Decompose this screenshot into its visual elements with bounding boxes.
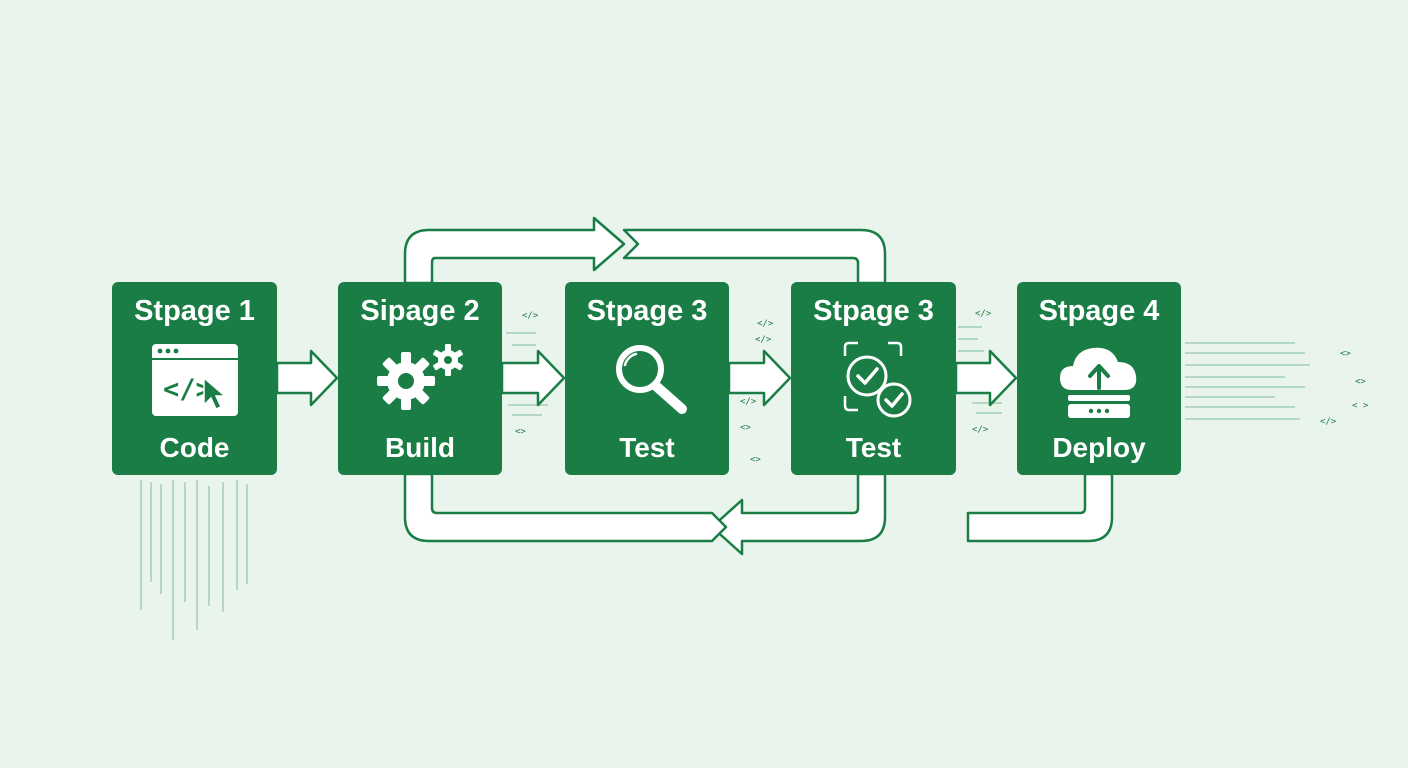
magnifier-icon: [616, 345, 687, 414]
deploy-output-arrow: [966, 472, 1114, 543]
stage-5-label: Deploy: [1052, 432, 1146, 463]
stage-1-label: Code: [160, 432, 230, 463]
stage-1-title: Stpage 1: [134, 295, 255, 327]
code-tag: </>: [972, 425, 989, 435]
code-tag: </>: [757, 319, 774, 329]
bottom-loop-arrow: [403, 472, 887, 556]
check-badge-icon: [843, 341, 912, 418]
stage-4-test: Stpage 3 Test: [791, 282, 956, 475]
stage-5-deploy: Stpage 4 Deploy: [1017, 282, 1181, 475]
flow-arrow-1: [275, 349, 339, 407]
stage-3-test: Stpage 3 Test: [565, 282, 729, 475]
gears-icon: [377, 344, 463, 410]
stage-3-title: Stpage 3: [587, 295, 708, 327]
code-tag: <>: [740, 423, 751, 433]
code-window-cursor-icon: </>: [152, 344, 238, 416]
code-tag: <>: [1355, 377, 1366, 387]
stage-2-title: Sipage 2: [360, 295, 479, 327]
stage-2-build: Sipage 2: [338, 282, 502, 475]
code-tag: </>: [755, 335, 772, 345]
flow-arrow-3: [727, 349, 792, 407]
flow-arrow-2: [500, 349, 566, 407]
code-tag: </>: [522, 311, 539, 321]
stage-1-code: Stpage 1 </> Code: [112, 282, 277, 475]
stage-4-title: Stpage 3: [813, 295, 934, 327]
code-tag: </>: [975, 309, 992, 319]
code-tag: <>: [1340, 349, 1351, 359]
top-loop-arrow: [403, 216, 887, 285]
stage-2-label: Build: [385, 432, 455, 463]
flow-arrow-4: [954, 349, 1018, 407]
code-fragments-decoration: </> </> </> </> </> <> <> <> </> <> < > …: [515, 309, 1369, 465]
code-tag: < >: [1352, 401, 1369, 411]
code-tag: <>: [515, 427, 526, 437]
cloud-upload-server-icon: [1060, 347, 1137, 418]
stage-5-title: Stpage 4: [1039, 295, 1160, 327]
stage-3-label: Test: [619, 432, 675, 463]
code-tag: </>: [1320, 417, 1337, 427]
code-tag: </>: [740, 397, 757, 407]
code-tag: <>: [750, 455, 761, 465]
stage-4-label: Test: [846, 432, 902, 463]
code-stream-texture: [140, 326, 1310, 640]
